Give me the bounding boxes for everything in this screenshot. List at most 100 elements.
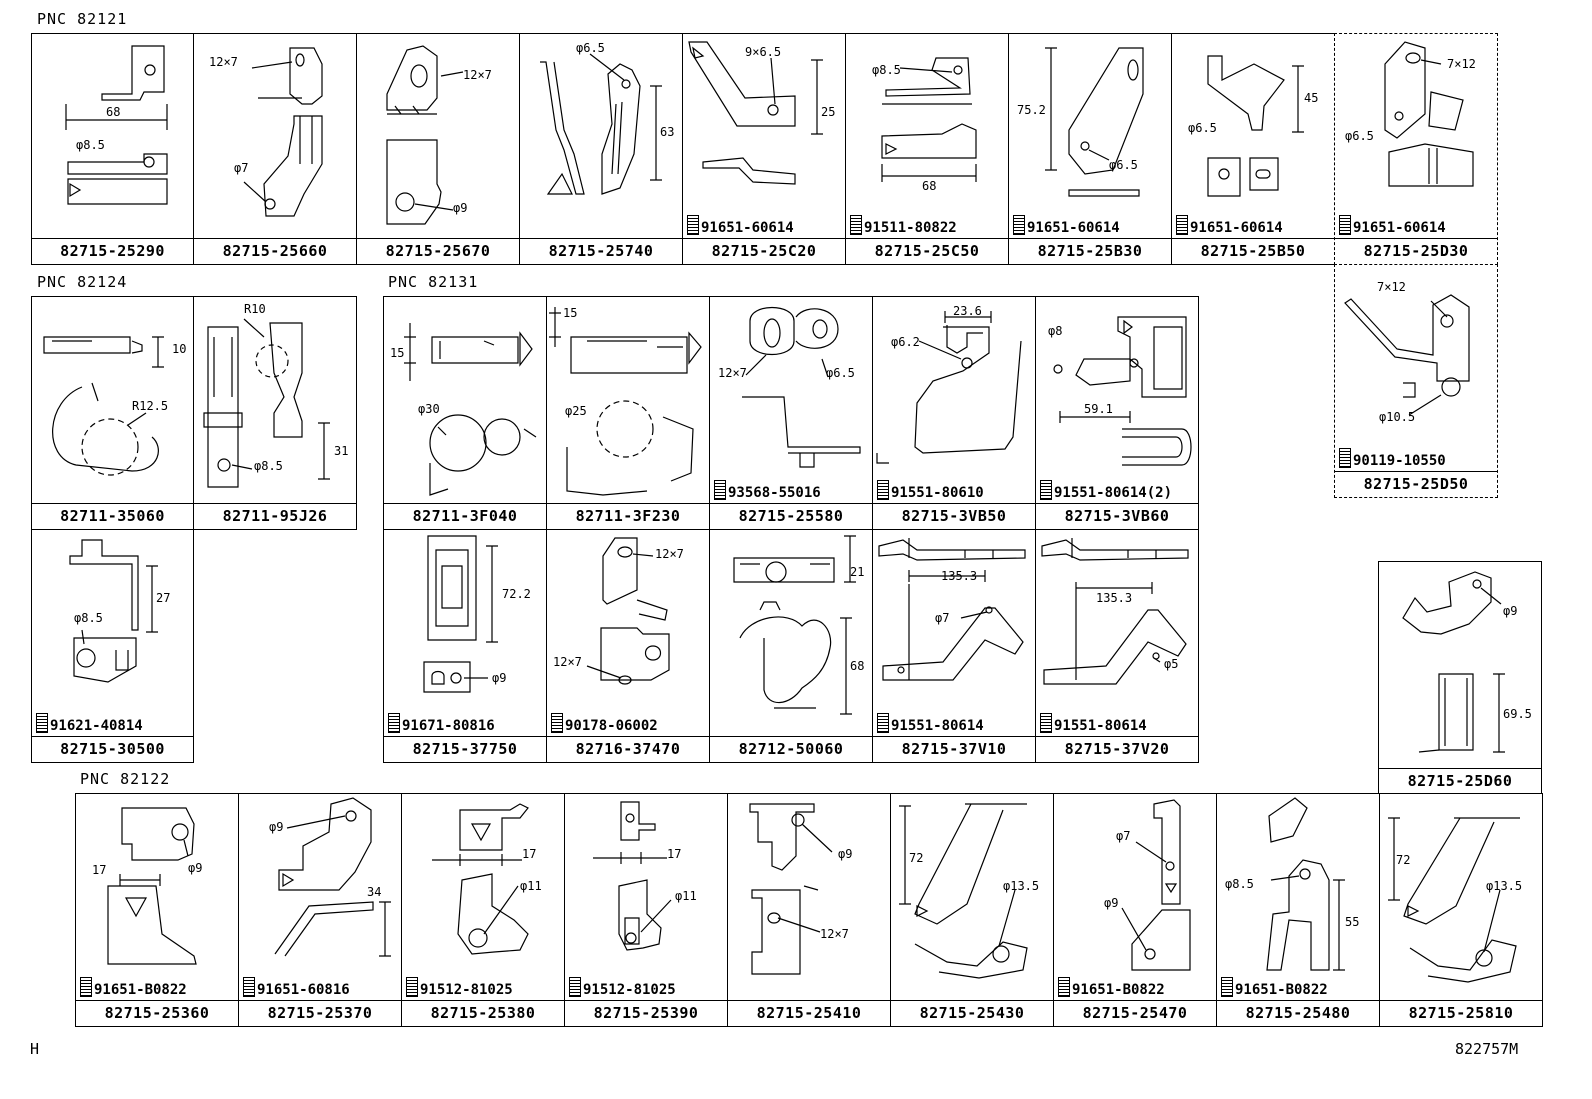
- part-cell[interactable]: 135.3 φ5 91551-80614 82715-37V20: [1035, 529, 1199, 763]
- fastener: 91551-80610: [877, 480, 984, 501]
- part-drawing: [876, 311, 1022, 464]
- fastener: 91551-80614(2): [1040, 480, 1172, 501]
- fastener: 91651-B0822: [1221, 977, 1328, 998]
- part-cell[interactable]: 12×7 φ6.5 93568-55016 82715-25580: [709, 296, 873, 530]
- dimension-label: 25: [821, 105, 836, 119]
- dimension-label: 68: [850, 659, 865, 673]
- part-number: 82715-25C50: [846, 238, 1008, 264]
- part-cell[interactable]: 72.2 φ9 91671-80816 82715-37750: [383, 529, 547, 763]
- part-drawing: [749, 803, 833, 975]
- part-cell[interactable]: φ9 12×7 82715-25410: [727, 793, 891, 1027]
- part-cell[interactable]: 27 φ8.5 91621-40814 82715-30500: [31, 529, 194, 763]
- part-number: 82715-37750: [384, 736, 546, 762]
- dimension-label: 55: [1345, 915, 1360, 929]
- part-cell[interactable]: 15 φ25 82711-3F230: [546, 296, 710, 530]
- part-drawing: [540, 53, 662, 195]
- part-cell[interactable]: 7×12 φ6.5 91651-60614 82715-25D30: [1334, 33, 1498, 265]
- part-cell[interactable]: 17 φ11 91512-81025 82715-25380: [401, 793, 565, 1027]
- part-cell[interactable]: 75.2 φ6.5 91651-60614 82715-25B30: [1008, 33, 1172, 265]
- part-number: 82715-25380: [402, 1000, 564, 1026]
- part-number: 82715-25D30: [1335, 238, 1497, 264]
- part-drawing: [69, 539, 158, 683]
- part-cell[interactable]: φ9 34 91651-60816 82715-25370: [238, 793, 402, 1027]
- part-drawing: [1041, 538, 1189, 685]
- part-cell[interactable]: 12×7 φ9 82715-25670: [356, 33, 520, 265]
- dimension-label: φ9: [453, 201, 468, 215]
- part-number: 82715-25370: [239, 1000, 401, 1026]
- part-drawing: [881, 57, 977, 182]
- part-drawing: [404, 323, 537, 496]
- dimension-label: φ8: [1048, 324, 1063, 338]
- part-cell[interactable]: 7×12 φ10.5 90119-10550 82715-25D50: [1334, 264, 1498, 498]
- part-cell[interactable]: φ8.5 68 91511-80822 82715-25C50: [845, 33, 1009, 265]
- bolt-icon: [1339, 215, 1351, 235]
- bolt-icon: [243, 977, 255, 997]
- dimension-label: φ6.2: [891, 335, 920, 349]
- part-drawing: [1266, 797, 1345, 971]
- dimension-label: 68: [106, 105, 121, 119]
- dimension-label: φ7: [234, 161, 249, 175]
- bolt-icon: [1013, 215, 1025, 235]
- dimension-label: 135.3: [1096, 591, 1133, 605]
- dimension-label: φ9: [492, 671, 507, 685]
- bolt-icon: [877, 480, 889, 500]
- part-number: 82715-3VB60: [1036, 503, 1198, 529]
- pnc-label: PNC 82124: [37, 273, 128, 291]
- dimension-label: 12×7: [463, 68, 492, 82]
- dimension-label: 15: [563, 306, 578, 320]
- part-cell[interactable]: 45 φ6.5 91651-60614 82715-25B50: [1171, 33, 1335, 265]
- part-cell[interactable]: 15 φ30 82711-3F040: [383, 296, 547, 530]
- part-number: 82711-3F230: [547, 503, 709, 529]
- part-number: 82712-50060: [710, 736, 872, 762]
- dimension-label: φ9: [1104, 896, 1119, 910]
- part-number: 82715-25290: [32, 238, 193, 264]
- fastener: 91651-60614: [687, 215, 794, 236]
- part-cell[interactable]: φ9 69.5 82715-25D60: [1378, 561, 1542, 795]
- dimension-label: φ5: [1164, 657, 1179, 671]
- part-cell[interactable]: 9×6.5 25 91651-60614 82715-25C20: [682, 33, 846, 265]
- part-cell[interactable]: 12×7 12×7 90178-06002 82716-37470: [546, 529, 710, 763]
- dimension-label: 34: [367, 885, 382, 899]
- dimension-label: 31: [334, 444, 349, 458]
- part-cell[interactable]: 72 φ13.5 82715-25430: [890, 793, 1054, 1027]
- part-drawing: [899, 803, 1028, 979]
- part-cell[interactable]: φ8.5 55 91651-B0822 82715-25480: [1216, 793, 1380, 1027]
- dimension-label: 75.2: [1017, 103, 1046, 117]
- part-cell[interactable]: R10 φ8.5 31 82711-95J26: [193, 296, 357, 530]
- part-drawing: [274, 797, 391, 957]
- part-number: 82716-37470: [547, 736, 709, 762]
- part-cell[interactable]: φ6.5 63 82715-25740: [519, 33, 683, 265]
- fastener: 91651-B0822: [80, 977, 187, 998]
- part-cell[interactable]: 12×7 φ7 82715-25660: [193, 33, 357, 265]
- dimension-label: φ13.5: [1003, 879, 1040, 893]
- fastener: 91512-81025: [569, 977, 676, 998]
- part-cell[interactable]: 17 φ11 91512-81025 82715-25390: [564, 793, 728, 1027]
- dimension-label: 21: [850, 565, 865, 579]
- part-cell[interactable]: φ7 φ9 91651-B0822 82715-25470: [1053, 793, 1217, 1027]
- part-drawing: [549, 307, 702, 496]
- dimension-label: φ13.5: [1486, 879, 1523, 893]
- part-number: 82715-25670: [357, 238, 519, 264]
- part-number: 82715-25B30: [1009, 238, 1171, 264]
- dimension-label: 27: [156, 591, 171, 605]
- part-drawing: [432, 803, 529, 955]
- part-cell[interactable]: 17 φ9 91651-B0822 82715-25360: [75, 793, 239, 1027]
- part-cell[interactable]: 10 R12.5 82711-35060: [31, 296, 194, 530]
- bolt-icon: [36, 713, 48, 733]
- dimension-label: φ6.5: [1345, 129, 1374, 143]
- part-number: 82715-37V20: [1036, 736, 1198, 762]
- bolt-icon: [551, 713, 563, 733]
- part-drawing: [1045, 47, 1144, 197]
- part-cell[interactable]: 21 68 82712-50060: [709, 529, 873, 763]
- dimension-label: φ6.5: [1109, 158, 1138, 172]
- dimension-label: 12×7: [718, 366, 747, 380]
- part-cell[interactable]: 23.6 φ6.2 91551-80610 82715-3VB50: [872, 296, 1036, 530]
- part-cell[interactable]: 68 φ8.5 82715-25290: [31, 33, 194, 265]
- bolt-icon: [406, 977, 418, 997]
- dimension-label: 7×12: [1377, 280, 1406, 294]
- part-number: 82715-25D60: [1379, 768, 1541, 794]
- part-cell[interactable]: φ8 59.1 91551-80614(2) 82715-3VB60: [1035, 296, 1199, 530]
- fastener: 91512-81025: [406, 977, 513, 998]
- part-cell[interactable]: 72 φ13.5 82715-25810: [1379, 793, 1543, 1027]
- part-cell[interactable]: 135.3 φ7 91551-80614 82715-37V10: [872, 529, 1036, 763]
